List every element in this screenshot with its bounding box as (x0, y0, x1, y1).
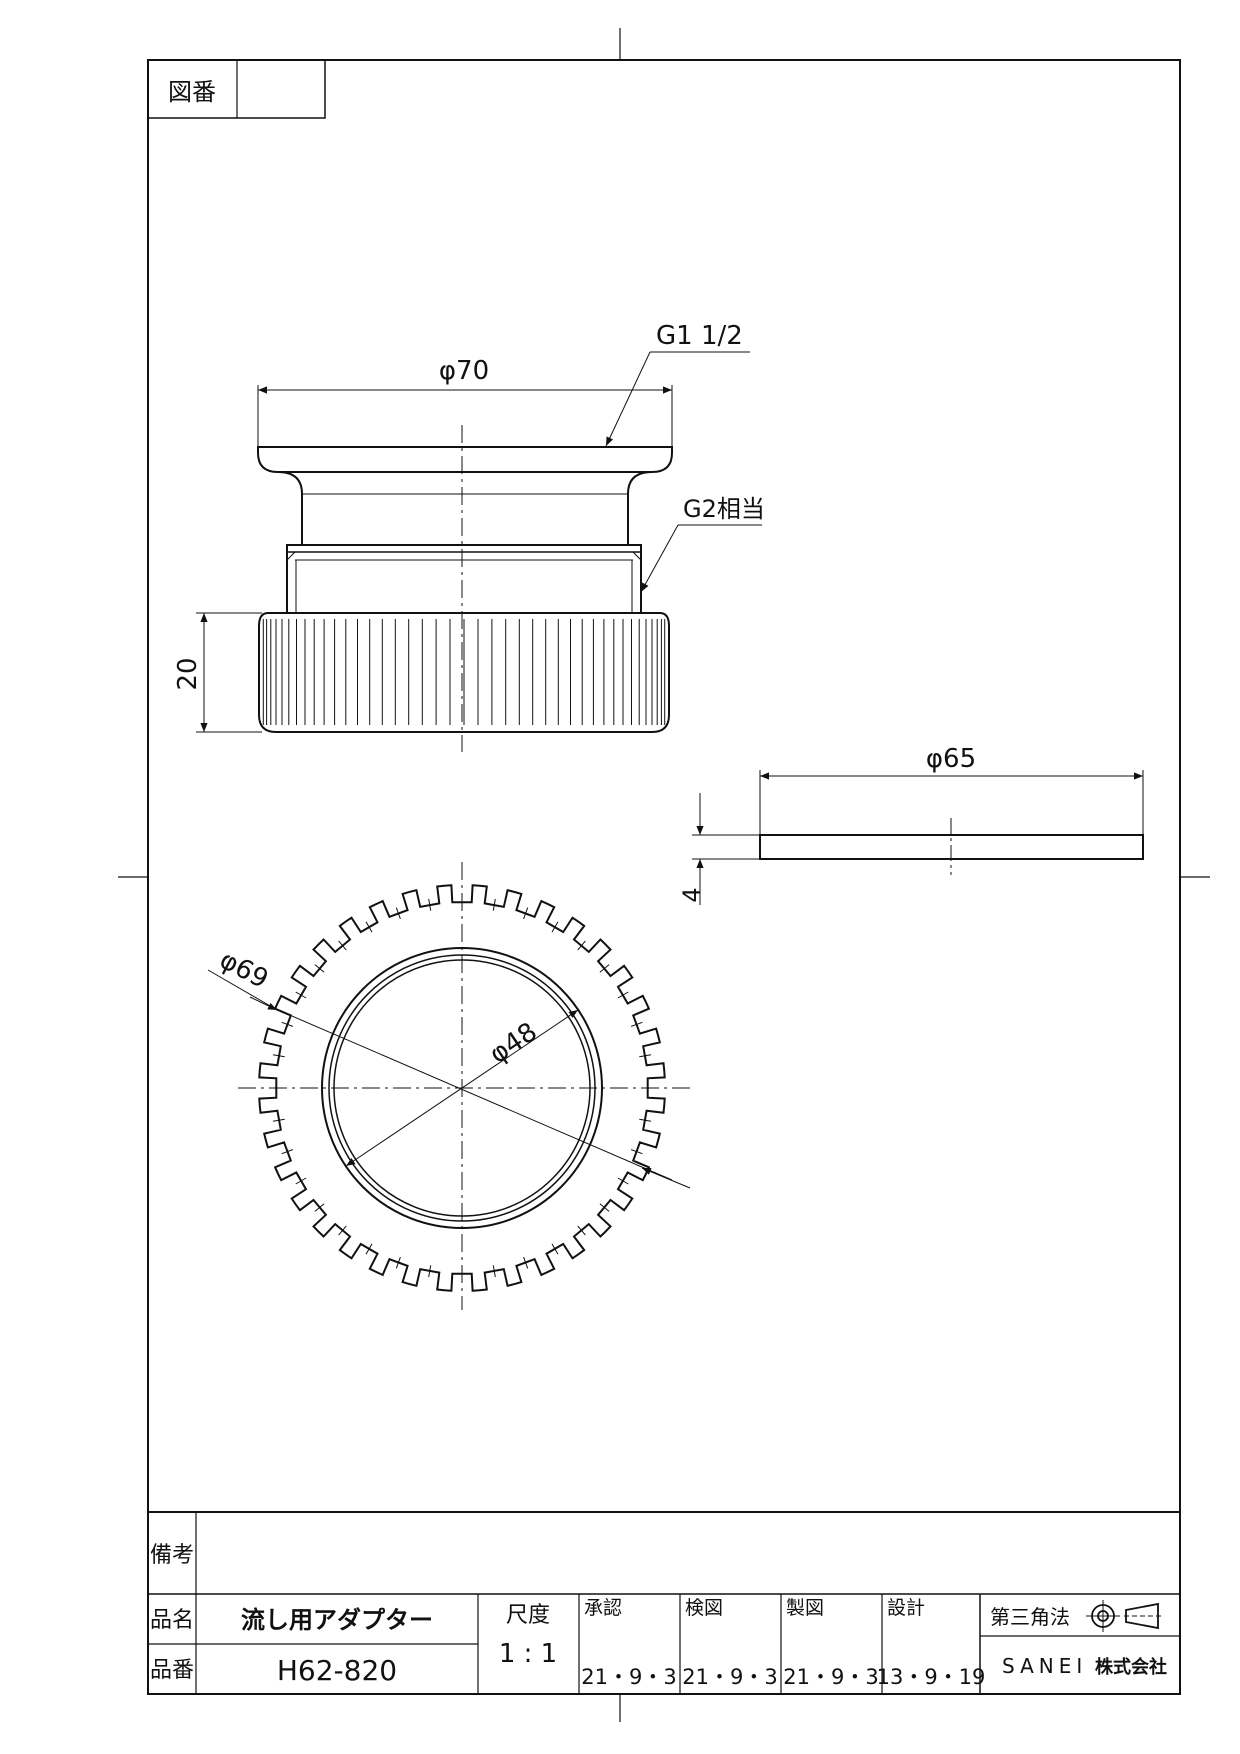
remarks-label: 備考 (150, 1543, 194, 1568)
tooth-groove-line (617, 1177, 629, 1185)
tooth-groove-line (492, 898, 496, 911)
dimension-nut-height: 20 (173, 657, 203, 690)
drafted-label: 製図 (786, 1597, 824, 1619)
designed-label: 設計 (887, 1597, 925, 1619)
drawing-number-label: 図番 (168, 78, 216, 106)
company-suffix: 株式会社 (1095, 1656, 1167, 1678)
tooth-groove-line (551, 921, 559, 933)
approved-date: 21・9・3 (581, 1665, 676, 1689)
tooth-groove-line (365, 921, 373, 933)
tooth-groove-line (295, 1177, 307, 1185)
tooth-groove-line (428, 898, 432, 911)
tooth-groove-line (314, 1203, 325, 1212)
dimension-gasket-diameter: φ65 (926, 744, 976, 774)
dimension-thread-lower: G2相当 (683, 495, 765, 523)
approved-label: 承認 (584, 1597, 622, 1619)
tooth-groove-line (639, 1118, 652, 1122)
front-view-dimensions: φ70 G1 1/2 G2相当 20 (173, 321, 765, 733)
top-view-dimensions: φ69 φ48 (207, 945, 691, 1189)
product-name-label: 品名 (150, 1608, 194, 1633)
dimension-outer-diameter: φ69 (215, 945, 273, 995)
tooth-groove-line (639, 1054, 652, 1058)
projection-label: 第三角法 (990, 1605, 1070, 1629)
drawing-number-box: 図番 (147, 59, 326, 119)
knurl-ridges (262, 619, 666, 725)
dimension-inner-diameter: φ48 (484, 1017, 542, 1070)
product-number-label: 品番 (150, 1658, 194, 1683)
dimension-gasket-thickness: 4 (678, 887, 706, 902)
gasket-view (759, 818, 1144, 875)
tooth-groove-line (395, 907, 401, 920)
tooth-groove-line (630, 1149, 643, 1155)
scale-value: 1 : 1 (499, 1639, 557, 1669)
company-brand: SANEI (1002, 1654, 1087, 1678)
tooth-groove-line (281, 1021, 294, 1027)
tooth-groove-line (338, 1225, 347, 1236)
tooth-groove-line (395, 1256, 401, 1269)
tooth-groove-line (295, 991, 307, 999)
tooth-groove-line (338, 940, 347, 951)
dimension-thread-top: G1 1/2 (656, 321, 743, 351)
tooth-groove-line (492, 1265, 496, 1278)
dimension-top-diameter: φ70 (439, 356, 489, 386)
checked-label: 検図 (685, 1597, 723, 1619)
tooth-groove-line (272, 1118, 285, 1122)
tooth-groove-line (281, 1149, 294, 1155)
tooth-groove-line (523, 907, 529, 920)
designed-date: 13・9・19 (877, 1665, 986, 1689)
drawing-frame (118, 28, 1210, 1722)
outer-gear-outline (258, 884, 666, 1292)
product-name: 流し用アダプター (241, 1606, 433, 1634)
title-block: 備考 品名 流し用アダプター 品番 H62-820 尺度 1 : 1 承認 21… (148, 1511, 1180, 1694)
tooth-groove-line (272, 1054, 285, 1058)
tooth-groove-line (617, 991, 629, 999)
outer-knurl-teeth (258, 884, 666, 1292)
tooth-groove-line (428, 1265, 432, 1278)
tooth-groove-line (577, 1225, 586, 1236)
tooth-groove-line (599, 1203, 610, 1212)
top-view (238, 862, 690, 1310)
tooth-groove-line (523, 1256, 529, 1269)
scale-label: 尺度 (506, 1603, 550, 1628)
drafted-date: 21・9・3 (783, 1665, 878, 1689)
tooth-groove-line (577, 940, 586, 951)
tooth-groove-line (599, 964, 610, 973)
front-view (257, 425, 673, 752)
product-number: H62-820 (277, 1654, 397, 1687)
third-angle-projection-icon (1086, 1600, 1164, 1632)
gasket-dimensions: φ65 4 (678, 744, 1144, 905)
checked-date: 21・9・3 (682, 1665, 777, 1689)
tooth-groove-line (314, 964, 325, 973)
tooth-groove-line (365, 1243, 373, 1255)
tooth-groove-line (630, 1021, 643, 1027)
tooth-groove-line (551, 1243, 559, 1255)
